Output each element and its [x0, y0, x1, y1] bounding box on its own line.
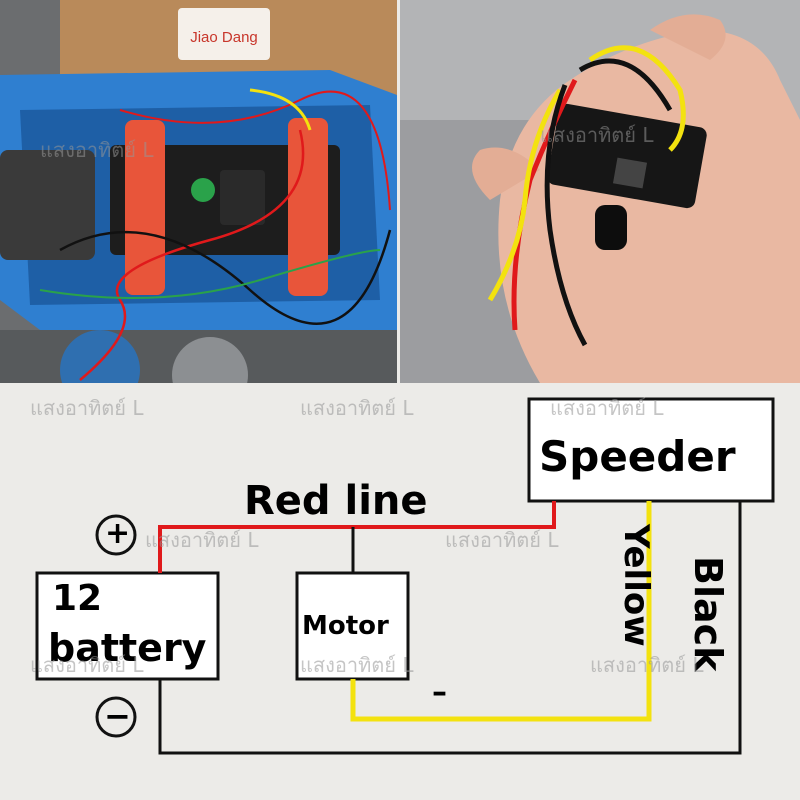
- battery-box: [35, 571, 220, 681]
- motor-label: Motor: [302, 611, 389, 641]
- yellow-wire-label: Yellow: [616, 524, 656, 647]
- yellow-wire: [350, 501, 652, 722]
- negative-terminal-icon: [95, 696, 137, 738]
- battery-strap-left: [125, 120, 165, 295]
- motor-gearbox: [0, 150, 95, 260]
- minus-sign: −: [104, 697, 131, 735]
- wiring-diagram: Speeder Red line 12 battery Motor + − – …: [0, 383, 800, 800]
- speeder-box: [527, 397, 775, 503]
- battery-strap-right: [288, 118, 328, 296]
- positive-terminal-icon: [95, 514, 137, 556]
- battery-label: battery: [48, 626, 207, 670]
- red-line-label: Red line: [244, 478, 428, 524]
- photo-battery-compartment: Jiao Dang: [0, 0, 397, 383]
- black-wire-label: Black: [686, 556, 730, 672]
- speeder-label: Speeder: [539, 432, 736, 481]
- red-wire: [158, 501, 556, 573]
- controller-module: [547, 103, 707, 209]
- black-wire: [158, 501, 742, 755]
- photo-speed-controller: [400, 0, 800, 383]
- carton-brand-text: Jiao Dang: [190, 29, 258, 46]
- plus-sign: +: [105, 516, 131, 551]
- motor-negative-mark: –: [432, 675, 447, 710]
- control-knob: [595, 205, 627, 250]
- battery-voltage-label: 12: [52, 578, 103, 619]
